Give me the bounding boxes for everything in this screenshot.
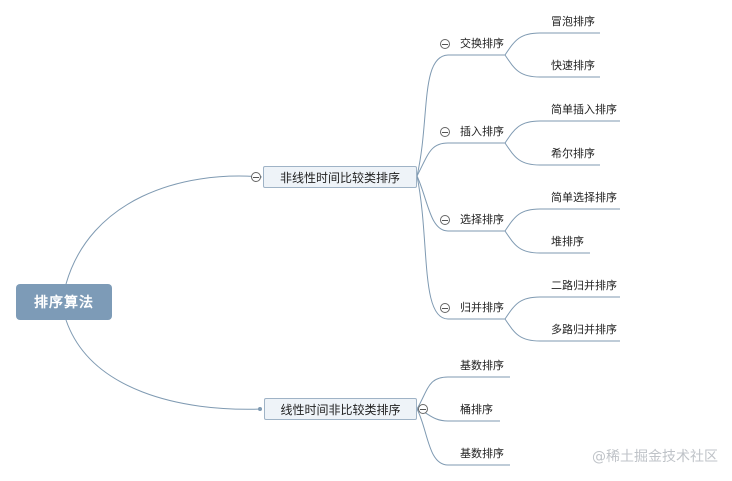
node-bubble-sort[interactable]: 冒泡排序 [551, 15, 595, 28]
connector-root-branch2 [65, 319, 263, 410]
collapse-icon[interactable] [440, 215, 450, 225]
root-node[interactable]: 排序算法 [16, 284, 112, 320]
connector-root-branch1 [65, 175, 263, 285]
collapse-icon[interactable] [440, 303, 450, 313]
branch-nonlinear-comparison[interactable]: 非线性时间比较类排序 [263, 166, 417, 188]
node-heap-sort[interactable]: 堆排序 [551, 235, 584, 248]
connector-b1-insert [416, 142, 505, 177]
branch-linear-noncomparison[interactable]: 线性时间非比较类排序 [264, 398, 417, 420]
connector-select-simple [504, 208, 620, 232]
node-multi-way-merge-sort[interactable]: 多路归并排序 [551, 323, 617, 336]
connector-merge-two [504, 296, 620, 320]
connector-b2-radix1 [416, 376, 510, 410]
node-simple-selection-sort[interactable]: 简单选择排序 [551, 191, 617, 204]
node-selection-sort[interactable]: 选择排序 [460, 213, 504, 226]
connector-b1-exchange [416, 54, 505, 177]
node-radix-sort[interactable]: 基数排序 [460, 359, 504, 372]
node-exchange-sort[interactable]: 交换排序 [460, 37, 504, 50]
node-shell-sort[interactable]: 希尔排序 [551, 147, 595, 160]
collapse-icon[interactable] [251, 172, 261, 182]
connector-b1-merge [416, 175, 505, 320]
connector-insert-simple [504, 120, 620, 144]
collapse-icon[interactable] [440, 127, 450, 137]
node-simple-insertion-sort[interactable]: 简单插入排序 [551, 103, 617, 116]
node-two-way-merge-sort[interactable]: 二路归并排序 [551, 279, 617, 292]
node-radix-sort-2[interactable]: 基数排序 [460, 447, 504, 460]
connector-dot [258, 407, 262, 411]
collapse-icon[interactable] [440, 39, 450, 49]
node-merge-sort[interactable]: 归并排序 [460, 301, 504, 314]
connector-exchange-bubble [504, 32, 600, 56]
connector-b2-radix2 [416, 408, 510, 466]
connector-select-heap [504, 230, 590, 254]
connector-exchange-quick [504, 54, 600, 78]
connector-insert-shell [504, 142, 600, 166]
node-insertion-sort[interactable]: 插入排序 [460, 125, 504, 138]
collapse-icon[interactable] [418, 404, 428, 414]
node-bucket-sort[interactable]: 桶排序 [460, 403, 493, 416]
connector-merge-multi [504, 318, 620, 342]
connector-b1-select [416, 175, 505, 232]
watermark-text: @稀土掘金技术社区 [592, 449, 718, 465]
node-quick-sort[interactable]: 快速排序 [551, 59, 595, 72]
